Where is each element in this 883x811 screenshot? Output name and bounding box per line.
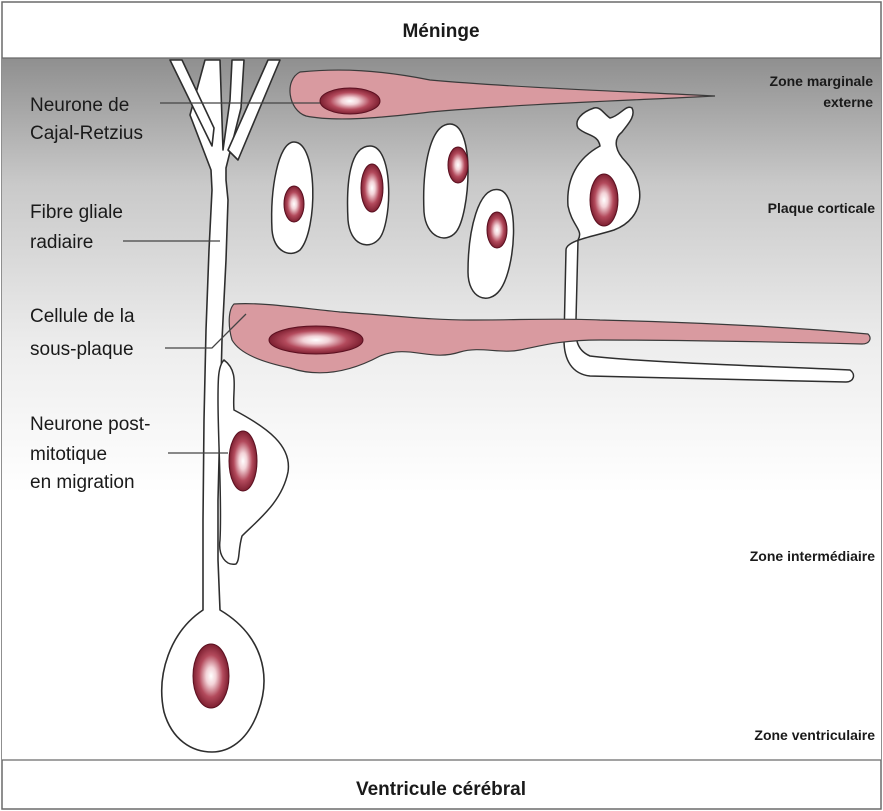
zone-marginal-label-2: externe bbox=[823, 94, 873, 110]
subplate-label-line1: Cellule de la bbox=[30, 306, 135, 327]
subplate-nucleus bbox=[269, 326, 363, 354]
cortical-neuron-nucleus bbox=[487, 212, 507, 248]
pyramidal-nucleus bbox=[590, 174, 618, 226]
cajal-label-line1: Neurone de bbox=[30, 95, 129, 116]
glial-label-line1: Fibre gliale bbox=[30, 202, 123, 223]
radial-glial-nucleus bbox=[193, 644, 229, 708]
zone-cortical-plate-label: Plaque corticale bbox=[768, 200, 876, 216]
cajal-label-line2: Cajal-Retzius bbox=[30, 123, 143, 144]
cortical-neuron-nucleus bbox=[448, 147, 468, 183]
migrating-label-line2: mitotique bbox=[30, 444, 107, 465]
ventricle-label: Ventricule cérébral bbox=[356, 779, 526, 800]
cortical-neuron-nucleus bbox=[284, 186, 304, 222]
glial-label-line2: radiaire bbox=[30, 232, 93, 253]
zone-ventricular-label: Zone ventriculaire bbox=[754, 727, 875, 743]
subplate-label-line2: sous-plaque bbox=[30, 339, 134, 360]
zone-marginal-label: Zone marginale bbox=[770, 73, 874, 89]
migrating-label-line1: Neurone post- bbox=[30, 414, 150, 435]
cajal-retzius-nucleus bbox=[320, 88, 380, 114]
migrating-neuron-nucleus bbox=[229, 431, 257, 491]
zone-intermediate-label: Zone intermédiaire bbox=[750, 548, 875, 564]
cortical-neuron-nucleus bbox=[361, 164, 383, 212]
migrating-label-line3: en migration bbox=[30, 472, 135, 493]
meninge-label: Méninge bbox=[402, 21, 479, 42]
